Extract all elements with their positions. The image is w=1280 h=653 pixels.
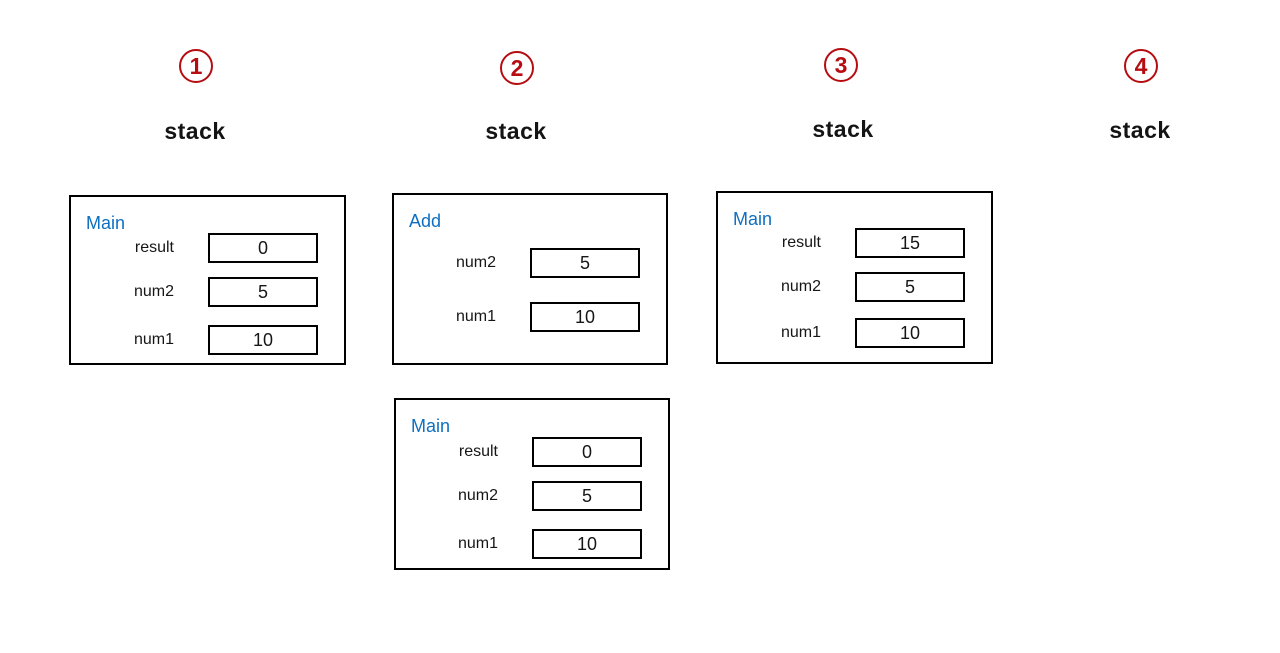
variable-name: num2 xyxy=(780,278,821,295)
variable-row-num1: num1 10 xyxy=(458,529,642,559)
variable-row-result: result 15 xyxy=(782,228,965,258)
step-1-number: 1 xyxy=(189,52,203,79)
step-2-number: 2 xyxy=(510,54,524,81)
stack-label-1: stack xyxy=(164,118,226,144)
variable-name: num1 xyxy=(457,535,498,552)
variable-value-box: 5 xyxy=(855,272,965,302)
frame-title: Main xyxy=(733,209,773,229)
variable-name: num1 xyxy=(780,324,821,341)
variable-value-box: 10 xyxy=(530,302,640,332)
frame-title: Add xyxy=(409,211,442,231)
variable-row-result: result 0 xyxy=(135,233,318,263)
variable-value-box: 5 xyxy=(532,481,642,511)
variable-value-box: 0 xyxy=(532,437,642,467)
variable-name: num2 xyxy=(133,283,174,300)
variable-row-result: result 0 xyxy=(459,437,642,467)
variable-value-box: 10 xyxy=(208,325,318,355)
variable-name: num1 xyxy=(133,331,174,348)
variable-row-num2: num2 5 xyxy=(456,248,640,278)
stack-label-2: stack xyxy=(485,118,547,144)
variable-value-box: 5 xyxy=(208,277,318,307)
variable-row-num2: num2 5 xyxy=(134,277,318,307)
stack-label-3: stack xyxy=(812,116,874,142)
stack-label-4: stack xyxy=(1109,117,1171,143)
stack-frame-main-step3: Main result 15 num2 5 num1 10 xyxy=(716,191,993,364)
variable-value-box: 0 xyxy=(208,233,318,263)
variable-row-num1: num1 10 xyxy=(456,302,640,332)
variable-name: result xyxy=(781,234,821,251)
variable-name: result xyxy=(458,443,498,460)
stack-frame-add-step2: Add num2 5 num1 10 xyxy=(392,193,668,365)
variable-value-box: 15 xyxy=(855,228,965,258)
variable-name: num1 xyxy=(455,308,496,325)
stack-frame-main-step2: Main result 0 num2 5 num1 10 xyxy=(394,398,670,570)
step-3-number: 3 xyxy=(834,51,848,78)
variable-value-box: 5 xyxy=(530,248,640,278)
variable-name: num2 xyxy=(457,487,498,504)
variable-row-num1: num1 10 xyxy=(134,325,318,355)
frame-title: Main xyxy=(411,416,451,436)
step-2-badge: 2 xyxy=(500,51,534,85)
frame-title: Main xyxy=(86,213,126,233)
step-3-badge: 3 xyxy=(824,48,858,82)
variable-name: num2 xyxy=(455,254,496,271)
variable-value-box: 10 xyxy=(855,318,965,348)
step-4-badge: 4 xyxy=(1124,49,1158,83)
step-1-badge: 1 xyxy=(179,49,213,83)
step-4-number: 4 xyxy=(1134,52,1148,79)
variable-row-num1: num1 10 xyxy=(781,318,965,348)
variable-value-box: 10 xyxy=(532,529,642,559)
variable-name: result xyxy=(134,239,174,256)
stack-frame-main-step1: Main result 0 num2 5 num1 10 xyxy=(69,195,346,365)
variable-row-num2: num2 5 xyxy=(458,481,642,511)
variable-row-num2: num2 5 xyxy=(781,272,965,302)
